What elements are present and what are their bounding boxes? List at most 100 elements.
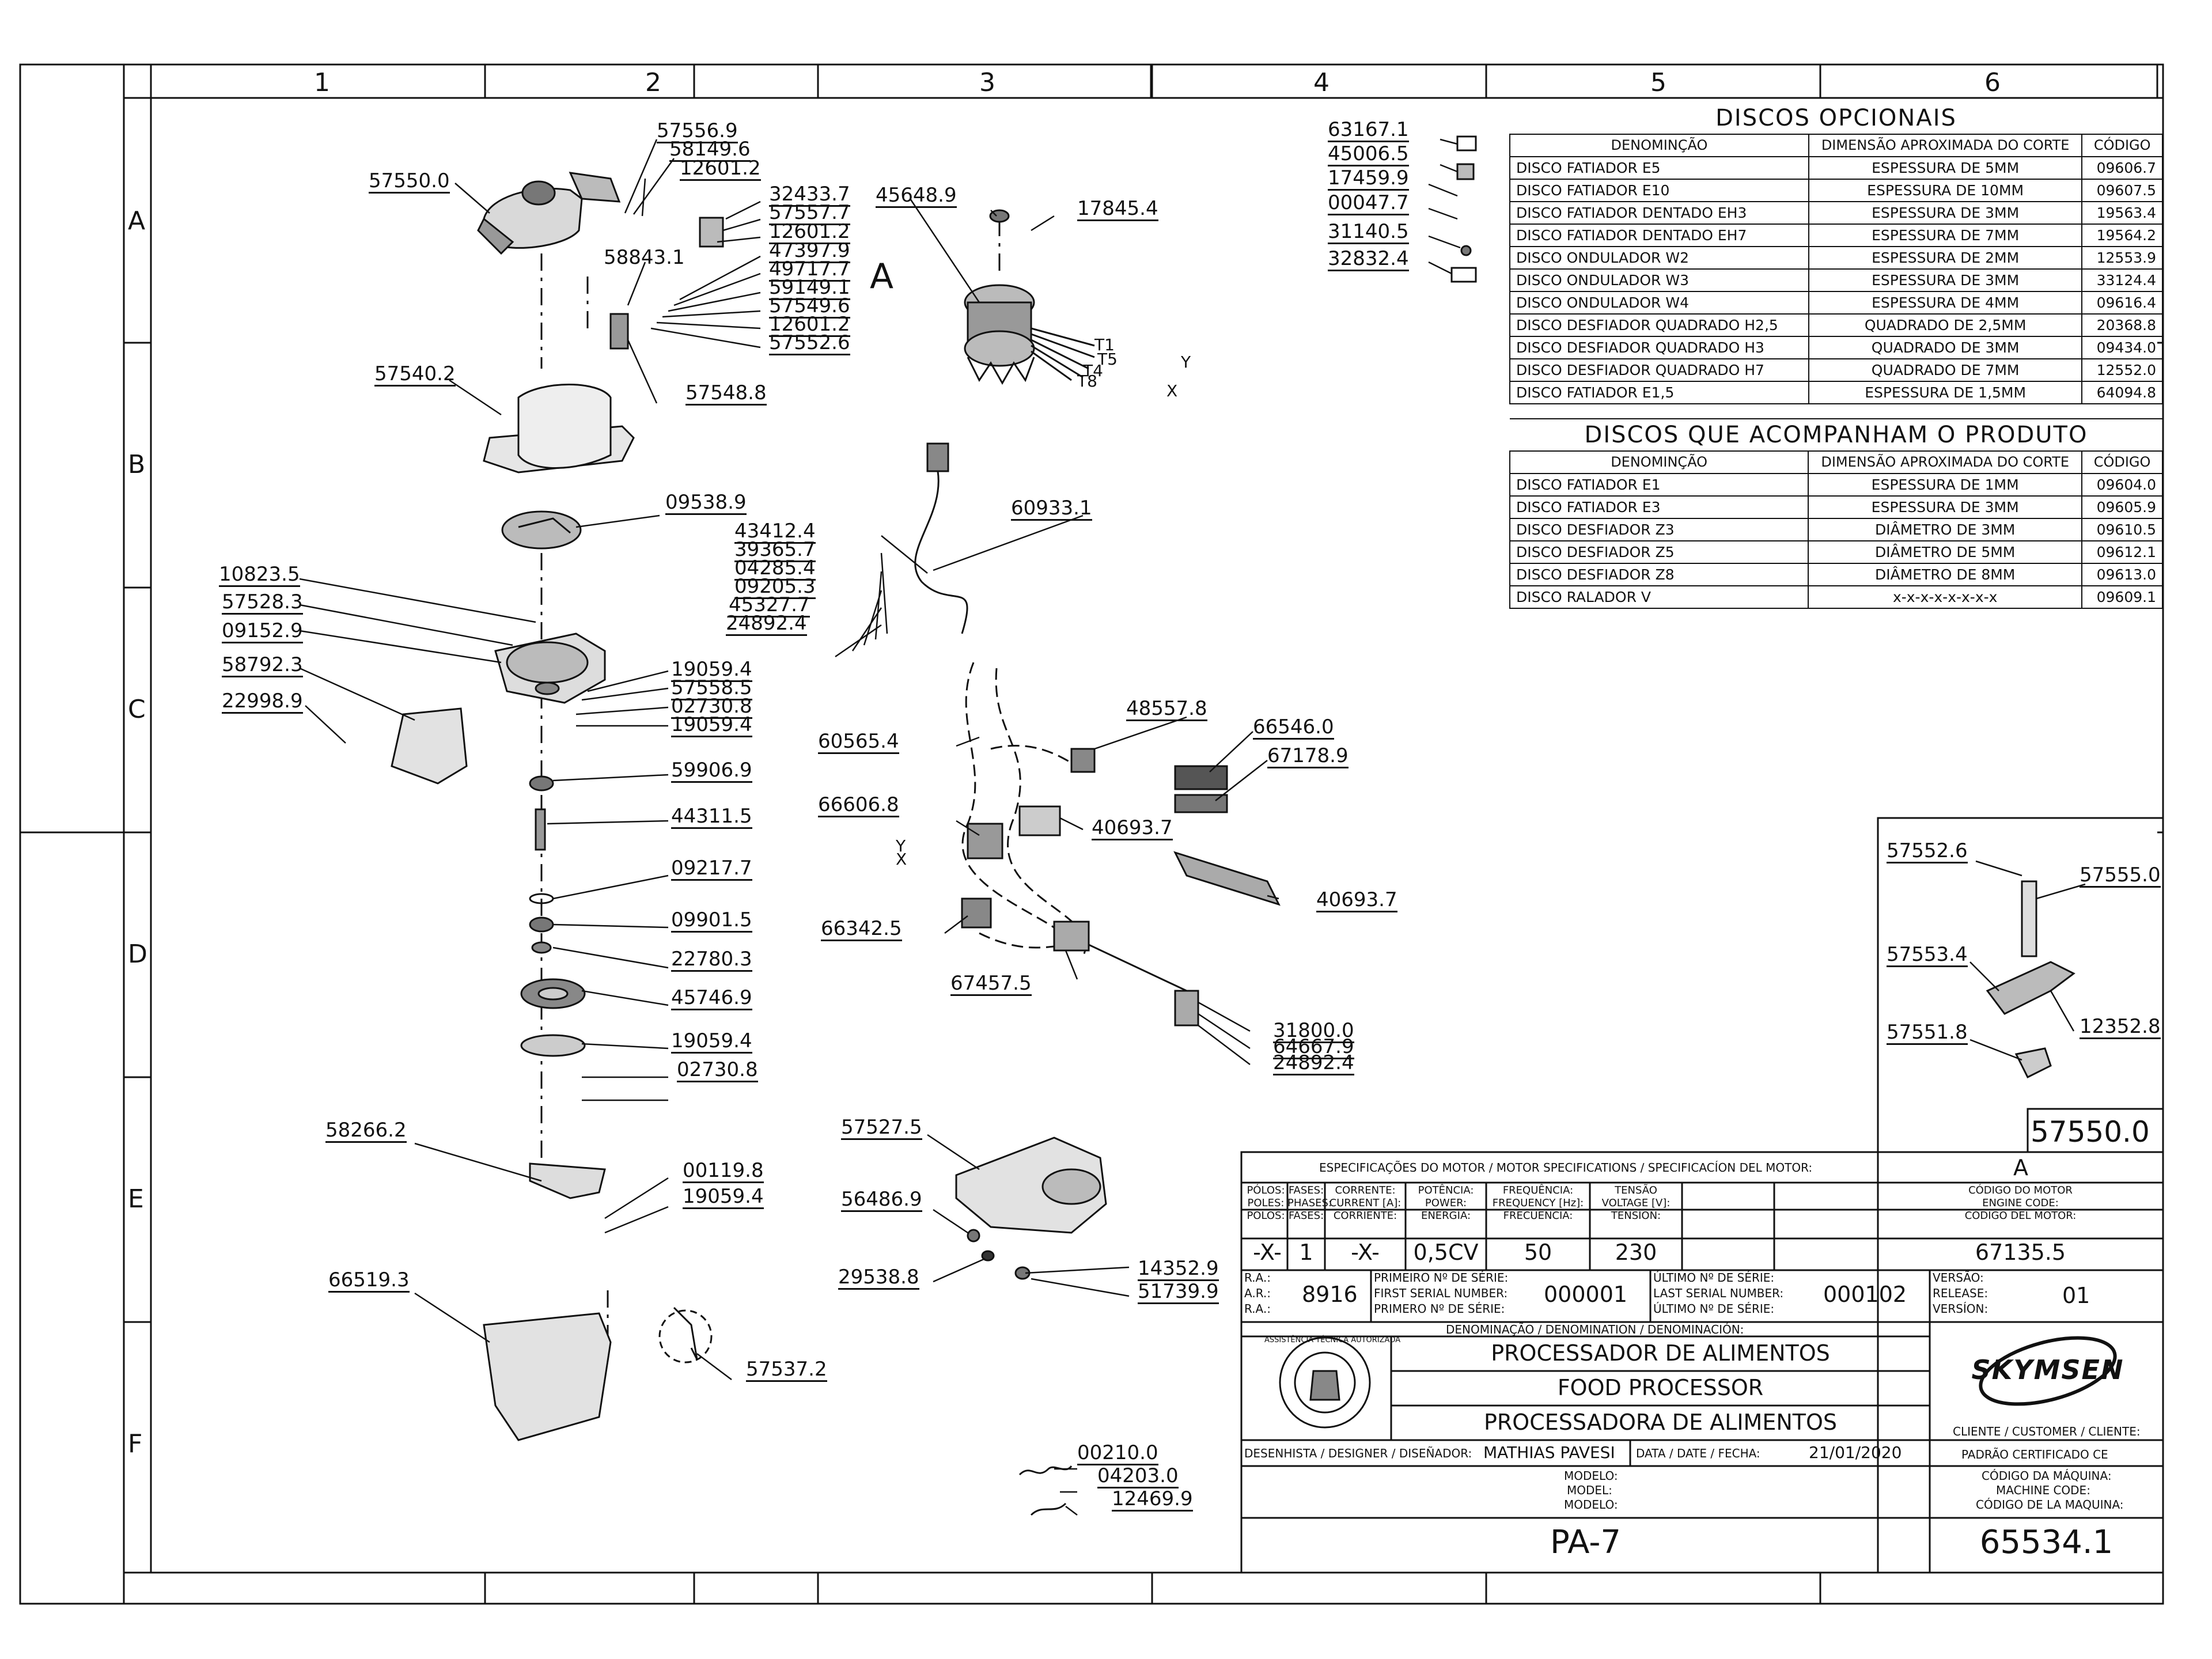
part-label: 12469.9	[1112, 1487, 1193, 1512]
disc-code: 09616.4	[2081, 291, 2163, 315]
wire-label: T5	[1097, 350, 1118, 369]
phases-heading: FASES:	[1288, 1210, 1324, 1222]
product-name-en: FOOD PROCESSOR	[1557, 1375, 1764, 1400]
ra-label: A.R.:	[1244, 1286, 1271, 1300]
part-label: 17845.4	[1077, 197, 1158, 221]
designer-value: MATHIAS PAVESI	[1483, 1443, 1615, 1462]
date-label: DATA / DATE / FECHA:	[1636, 1446, 1760, 1460]
frequency-heading: FRECUENCIA:	[1503, 1210, 1573, 1222]
wire-label: Y	[1181, 353, 1191, 372]
part-label: 66546.0	[1253, 715, 1334, 740]
part-label: 45746.9	[671, 986, 752, 1010]
detail-a-assembly-code: 57550.0	[2031, 1115, 2150, 1149]
poles-heading: POLOS:	[1247, 1210, 1285, 1222]
disc-code: 19564.2	[2081, 224, 2163, 247]
parts-art	[391, 135, 2075, 1516]
detail-view-letter: A	[2013, 1155, 2028, 1180]
disc-code: 12553.9	[2081, 246, 2163, 270]
part-label: 39365.7	[734, 538, 816, 562]
part-label: 57552.6	[769, 331, 850, 355]
disc-code: 09605.9	[2081, 495, 2163, 519]
poles-heading: PÓLOS:	[1247, 1184, 1285, 1196]
disc-name: DISCO DESFIADOR Z8	[1509, 563, 1809, 586]
part-label: 17459.9	[1328, 166, 1409, 191]
authorized-seal-art	[1279, 1336, 1371, 1429]
part-label: 66519.3	[328, 1268, 410, 1293]
power-heading: POTÊNCIA:	[1418, 1184, 1474, 1196]
part-label: 57549.6	[769, 294, 850, 319]
disc-name: DISCO ONDULADOR W4	[1509, 291, 1809, 315]
part-label: 57557.7	[769, 201, 850, 225]
version-label: VERSÃO:	[1933, 1271, 1984, 1285]
machine-code-label: CÓDIGO DE LA MAQUINA:	[1976, 1498, 2124, 1512]
disc-code: 09613.0	[2081, 563, 2163, 586]
first-serial-label: PRIMEIRO Nº DE SÉRIE:	[1374, 1271, 1509, 1285]
grid-row-e: E	[128, 1184, 144, 1214]
disc-name: DISCO DESFIADOR QUADRADO H2,5	[1509, 313, 1809, 337]
last-serial-label: ÚLTIMO Nº DE SÉRIE:	[1653, 1271, 1775, 1285]
disc-cut-dimension: x-x-x-x-x-x-x-x	[1808, 585, 2083, 609]
disc-cut-dimension: DIÂMETRO DE 3MM	[1808, 518, 2083, 541]
disc-cut-dimension: ESPESSURA DE 3MM	[1808, 495, 2083, 519]
disc-name: DISCO DESFIADOR QUADRADO H3	[1509, 336, 1809, 359]
disc-name: DISCO FATIADOR E5	[1509, 156, 1809, 180]
disc-code: 09604.0	[2081, 473, 2163, 497]
disc-code: 09434.0	[2081, 336, 2163, 359]
disc-cut-dimension: ESPESSURA DE 7MM	[1808, 224, 2083, 247]
part-label: 19059.4	[683, 1185, 764, 1209]
wire-label: Y	[896, 836, 906, 855]
part-label: 58792.3	[222, 653, 303, 677]
part-label: 22998.9	[222, 690, 303, 714]
part-label: 32433.7	[769, 183, 850, 207]
part-label: 31800.0	[1273, 1019, 1354, 1043]
product-name-es: PROCESSADORA DE ALIMENTOS	[1483, 1410, 1837, 1435]
detail-a-part-label: 57552.6	[1887, 839, 1968, 863]
frequency-heading: FREQUÊNCIA:	[1502, 1184, 1574, 1196]
part-label: 12601.2	[680, 157, 761, 181]
part-label: 58266.2	[325, 1119, 407, 1143]
disc-cut-dimension: QUADRADO DE 2,5MM	[1808, 313, 2083, 337]
part-label: 14352.9	[1138, 1257, 1219, 1281]
part-label: 60933.1	[1011, 497, 1092, 521]
disc-name: DISCO FATIADOR E10	[1509, 179, 1809, 202]
col-header-code: CÓDIGO	[2081, 134, 2163, 157]
part-label: 31140.5	[1328, 220, 1409, 244]
version-value: 01	[2062, 1283, 2090, 1308]
motor-detail-letter: A	[870, 256, 894, 297]
machine-code-label: CÓDIGO DA MÁQUINA:	[1982, 1469, 2112, 1483]
part-label: 57537.2	[746, 1358, 827, 1382]
detail-a-part-label: 57555.0	[2080, 863, 2161, 888]
leader-lines	[299, 138, 2086, 1516]
part-label: 57548.8	[685, 381, 767, 406]
col-header-dimension: DIMENSÃO APROXIMADA DO CORTE	[1808, 134, 2083, 157]
part-label: 09205.3	[734, 575, 816, 599]
part-label: 02730.8	[677, 1058, 758, 1082]
frequency-value: 50	[1524, 1240, 1552, 1265]
current-heading: CORRENTE:	[1335, 1184, 1396, 1196]
part-label: 09152.9	[222, 619, 303, 643]
part-label: 67457.5	[950, 972, 1032, 996]
phases-value: 1	[1299, 1240, 1313, 1265]
part-label: 04203.0	[1097, 1464, 1179, 1488]
grid-col-6: 6	[1984, 68, 2001, 97]
col-header-denomination: DENOMINÇÃO	[1509, 450, 1809, 474]
last-serial-value: 000102	[1823, 1282, 1907, 1307]
detail-a-part-label: 12352.8	[2080, 1015, 2161, 1039]
wire-label: X	[1166, 381, 1178, 400]
part-label: 47397.9	[769, 239, 850, 263]
part-label: 57528.3	[222, 590, 303, 615]
motor-code-heading: CÓDIGO DEL MOTOR:	[1964, 1210, 2077, 1222]
included-discs-table: DISCOS QUE ACOMPANHAM O PRODUTO DENOMINÇ…	[1509, 418, 2163, 609]
grid-row-b: B	[128, 450, 146, 479]
denomination-header: DENOMINAÇÃO / DENOMINATION / DENOMINACIÓ…	[1446, 1323, 1744, 1336]
disc-cut-dimension: ESPESSURA DE 3MM	[1808, 268, 2083, 292]
last-serial-label: ÚLTIMO Nº DE SÉRIE:	[1653, 1302, 1775, 1316]
